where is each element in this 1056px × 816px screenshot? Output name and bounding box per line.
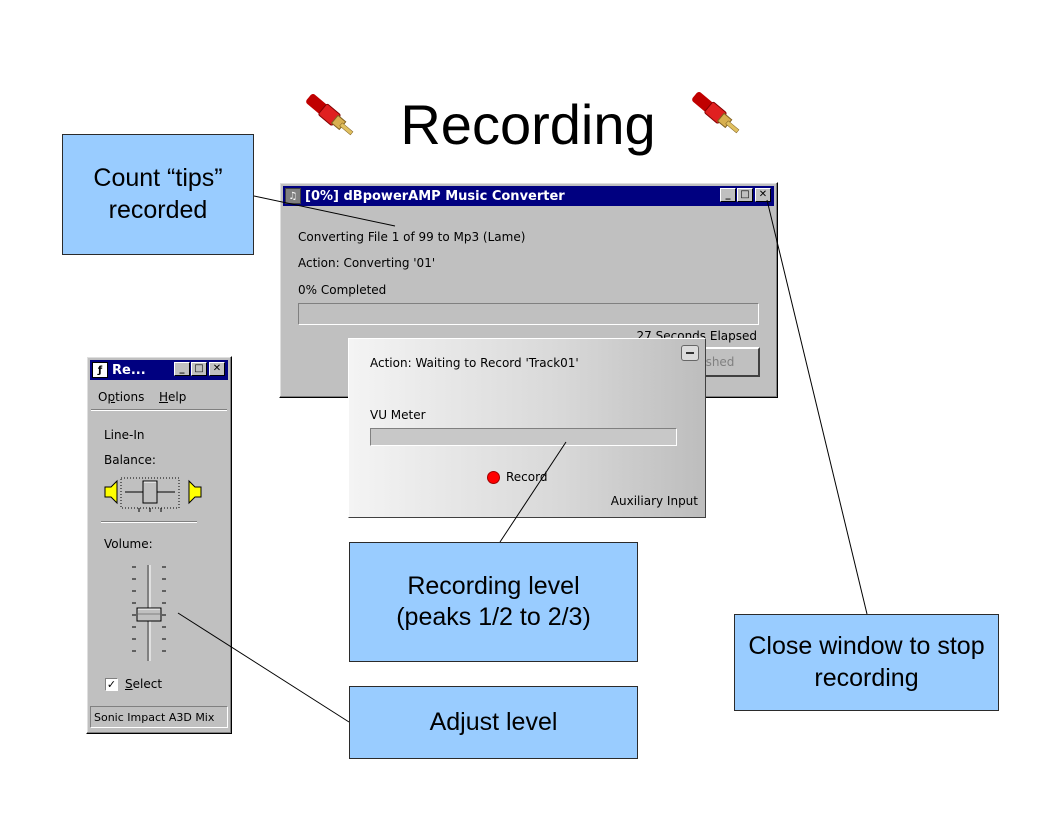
mixer-window: ƒ Re... _ □ ✕ Options Help Line-In Balan… (86, 356, 232, 734)
menu-divider (91, 409, 227, 411)
record-button[interactable]: Record (487, 470, 547, 484)
recorder-minimize-button[interactable] (681, 345, 699, 361)
checkmark-icon: ✓ (105, 677, 118, 691)
recorder-panel: Action: Waiting to Record 'Track01' VU M… (348, 338, 706, 518)
close-button[interactable]: ✕ (755, 188, 771, 202)
app-icon: ♫ (285, 188, 301, 204)
section-divider (101, 521, 197, 523)
volume-label: Volume: (104, 537, 153, 551)
vu-meter-label: VU Meter (370, 408, 426, 422)
converter-titlebar[interactable]: ♫ [0%] dBpowerAMP Music Converter _ □ ✕ (283, 186, 774, 206)
device-name: Sonic Impact A3D Mix (94, 710, 215, 724)
callout-close-window: Close window to stop recording (734, 614, 999, 711)
device-name-field: Sonic Impact A3D Mix (90, 706, 228, 728)
conversion-action: Action: Converting '01' (298, 256, 436, 270)
minus-icon (686, 352, 694, 354)
speaker-right-icon (188, 479, 202, 505)
balance-slider[interactable] (101, 475, 221, 513)
input-source: Auxiliary Input (610, 494, 698, 508)
rca-plug-icon (306, 93, 354, 136)
minimize-button[interactable]: _ (174, 362, 190, 376)
record-dot-icon (487, 470, 500, 484)
maximize-button[interactable]: □ (737, 188, 753, 202)
conversion-status: Converting File 1 of 99 to Mp3 (Lame) (298, 230, 526, 244)
mixer-titlebar[interactable]: ƒ Re... _ □ ✕ (90, 360, 228, 380)
callout-adjust-level: Adjust level (349, 686, 638, 759)
speaker-left-icon (104, 479, 118, 505)
slide-title: Recording (400, 93, 656, 156)
mixer-app-icon: ƒ (92, 362, 108, 378)
callout-recording-level: Recording level (peaks 1/2 to 2/3) (349, 542, 638, 662)
converter-title: [0%] dBpowerAMP Music Converter (305, 188, 565, 204)
callout-count-tips: Count “tips” recorded (62, 134, 254, 255)
percent-completed: 0% Completed (298, 283, 387, 297)
mixer-title: Re... (112, 362, 146, 378)
maximize-button[interactable]: □ (191, 362, 207, 376)
line-in-label: Line-In (104, 428, 145, 442)
menu-options[interactable]: Options (98, 390, 145, 404)
rca-plug-icon (692, 91, 740, 134)
balance-label: Balance: (104, 453, 156, 467)
recorder-action: Action: Waiting to Record 'Track01' (370, 356, 579, 370)
volume-slider[interactable] (127, 563, 177, 663)
vu-meter-bar (370, 428, 677, 446)
menu-help[interactable]: Help (159, 390, 187, 404)
minimize-button[interactable]: _ (720, 188, 736, 202)
record-label: Record (506, 470, 548, 484)
close-button[interactable]: ✕ (209, 362, 225, 376)
conversion-progress-bar (298, 303, 759, 325)
finished-button-label: shed (705, 355, 735, 369)
